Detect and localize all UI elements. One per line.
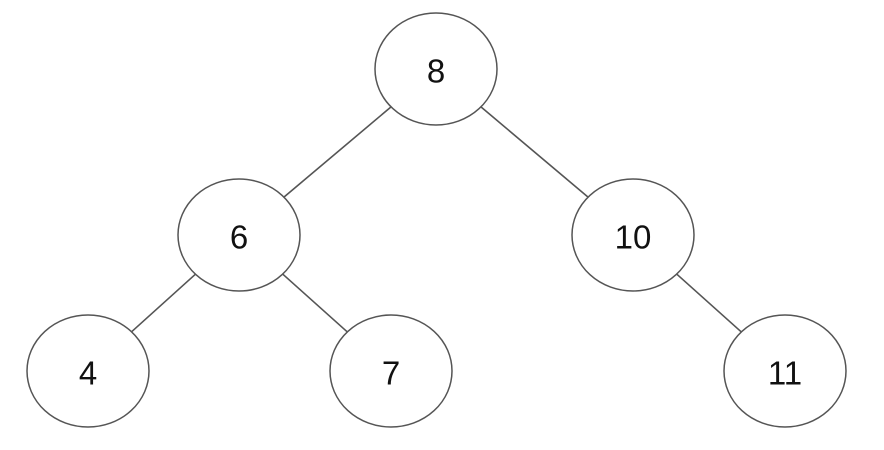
edge-8-to-6	[283, 106, 392, 198]
node-label: 11	[768, 355, 802, 392]
edge-8-to-10	[480, 106, 589, 198]
node-circle	[374, 12, 498, 126]
edge-6-to-4	[131, 273, 196, 333]
node-label: 7	[382, 355, 400, 392]
node-label: 4	[79, 355, 97, 392]
tree-node-10: 10	[571, 178, 695, 292]
node-label: 8	[427, 53, 445, 90]
tree-node-7: 7	[329, 314, 453, 428]
node-label: 6	[230, 219, 248, 256]
tree-node-8: 8	[374, 12, 498, 126]
node-circle	[723, 314, 847, 428]
edges-layer	[131, 106, 742, 333]
edge-6-to-7	[282, 273, 348, 333]
node-circle	[177, 178, 301, 292]
tree-node-4: 4	[26, 314, 150, 428]
nodes-layer: 8 6 10 4 7 11	[26, 12, 847, 428]
tree-node-6: 6	[177, 178, 301, 292]
edge-10-to-11	[676, 273, 742, 333]
node-circle	[571, 178, 695, 292]
node-circle	[26, 314, 150, 428]
tree-node-11: 11	[723, 314, 847, 428]
node-label: 10	[615, 219, 652, 256]
node-circle	[329, 314, 453, 428]
